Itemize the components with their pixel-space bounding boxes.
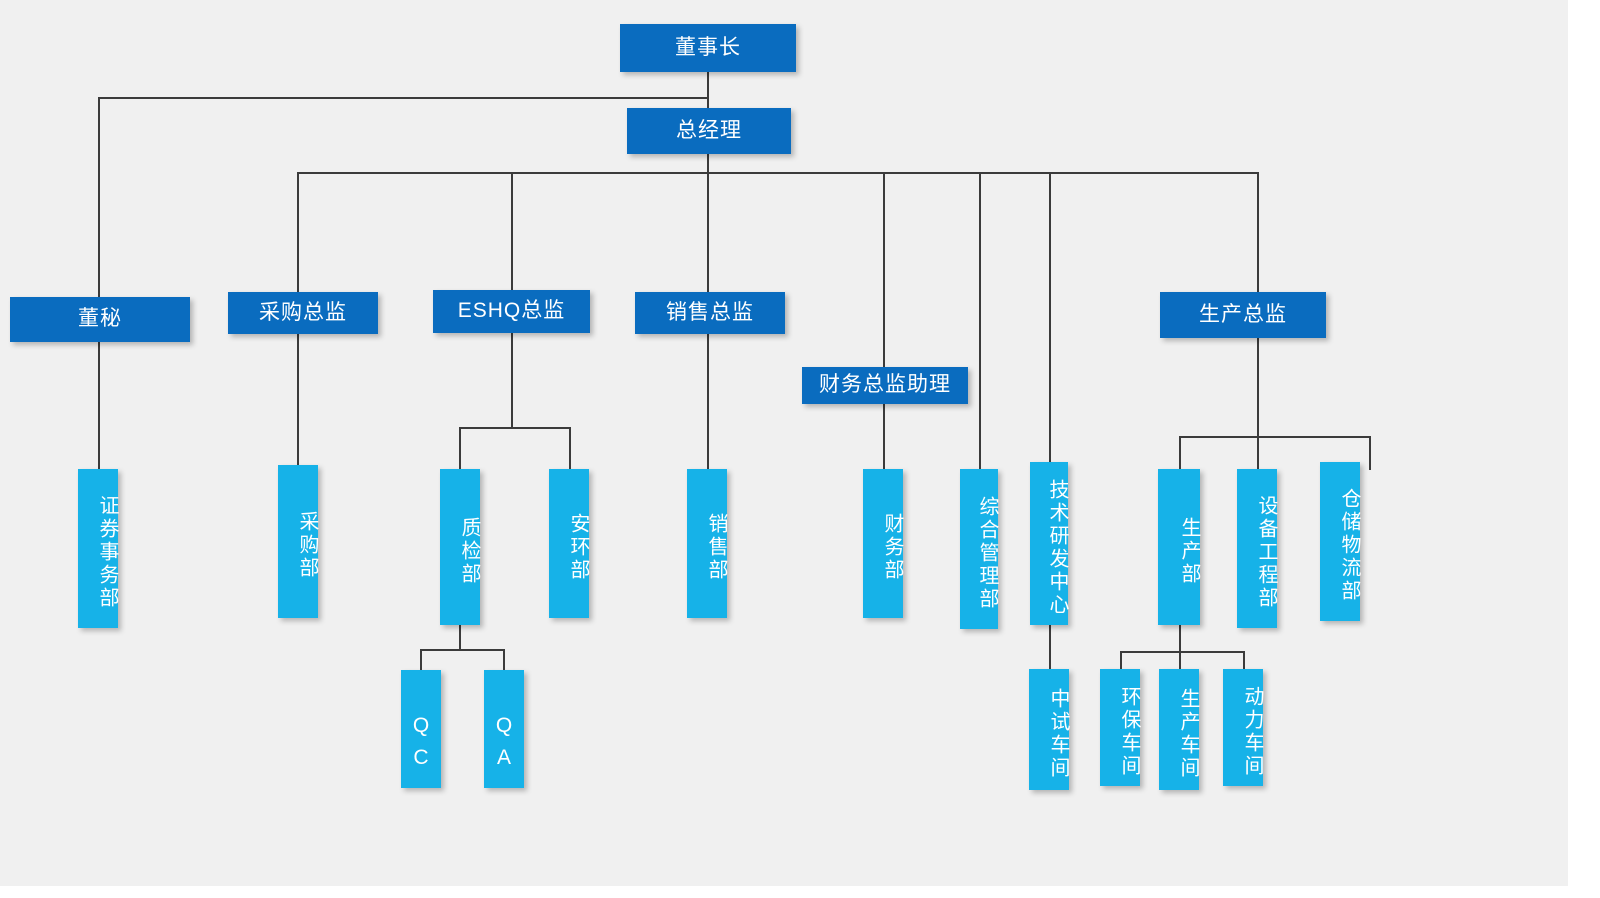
connector-production-to-equipment-dept: [1257, 436, 1259, 470]
connector-eshq-to-qc-dept: [459, 427, 461, 470]
node-equipment-engineering-dept[interactable]: 设备工程部: [1237, 469, 1277, 628]
node-sales-dept[interactable]: 销售部: [687, 469, 727, 618]
node-procurement-director[interactable]: 采购总监: [228, 292, 378, 334]
connector-to-production-workshop: [1179, 651, 1181, 670]
node-chairman[interactable]: 董事长: [620, 24, 796, 72]
node-procurement-dept[interactable]: 采购部: [278, 465, 318, 618]
connector-gm-bus: [297, 172, 1257, 174]
connector-quality-dept-bus: [420, 649, 504, 651]
node-warehouse-logistics-dept[interactable]: 仓储物流部: [1320, 462, 1360, 621]
node-power-workshop[interactable]: 动力车间: [1223, 669, 1263, 786]
node-qc[interactable]: Q C: [401, 670, 441, 788]
node-qa[interactable]: Q A: [484, 670, 524, 788]
node-finance-dept[interactable]: 财务部: [863, 469, 903, 618]
connector-gm-to-sales-director: [707, 172, 709, 292]
node-securities-affairs-dept[interactable]: 证券事务部: [78, 469, 118, 628]
connector-eshq-bus: [459, 427, 571, 429]
connector-production-to-production-dept: [1179, 436, 1181, 470]
connector-finance-assistant-to-dept: [883, 403, 885, 469]
node-environmental-workshop[interactable]: 环保车间: [1100, 669, 1140, 786]
node-general-manager[interactable]: 总经理: [627, 108, 791, 154]
node-rd-center[interactable]: 技术研发中心: [1030, 462, 1068, 625]
node-production-director[interactable]: 生产总监: [1160, 292, 1326, 338]
connector-quality-to-qa: [503, 649, 505, 671]
connector-procurement-director-to-dept: [297, 334, 299, 469]
connector-gm-to-general-management: [979, 172, 981, 469]
connector-production-dept-stem: [1179, 625, 1181, 653]
connector-gm-to-rd-center: [1049, 172, 1051, 469]
connector-secretary-drop: [98, 97, 100, 299]
connector-chairman-to-secretary-h: [98, 97, 708, 99]
connector-chairman-stem: [707, 72, 709, 108]
node-quality-inspection-dept[interactable]: 质检部: [440, 469, 480, 625]
node-safety-environment-dept[interactable]: 安环部: [549, 469, 589, 618]
connector-gm-to-eshq-director: [511, 172, 513, 291]
connector-gm-to-production-director: [1257, 172, 1259, 293]
connector-to-environmental-workshop: [1120, 651, 1122, 670]
node-finance-director-assistant[interactable]: 财务总监助理: [802, 367, 968, 404]
connector-secretary-to-securities-dept: [98, 342, 100, 469]
connector-workshops-bus: [1120, 651, 1244, 653]
connector-sales-director-to-dept: [707, 334, 709, 469]
node-board-secretary[interactable]: 董秘: [10, 297, 190, 342]
connector-quality-to-qc: [420, 649, 422, 671]
connector-production-director-bus: [1179, 436, 1370, 438]
connector-gm-to-procurement-director: [297, 172, 299, 292]
node-production-dept[interactable]: 生产部: [1158, 469, 1200, 625]
node-sales-director[interactable]: 销售总监: [635, 292, 785, 334]
connector-eshq-to-safety-dept: [569, 427, 571, 470]
connector-eshq-stem: [511, 333, 513, 428]
connector-production-to-warehouse-dept: [1369, 436, 1371, 470]
node-production-workshop[interactable]: 生产车间: [1159, 669, 1199, 790]
connector-rd-to-pilot-workshop: [1049, 625, 1051, 670]
node-pilot-workshop[interactable]: 中试车间: [1029, 669, 1069, 790]
connector-gm-stem: [707, 154, 709, 174]
right-margin: [1568, 0, 1600, 898]
node-general-management-dept[interactable]: 综合管理部: [960, 469, 998, 629]
connector-production-director-stem: [1257, 338, 1259, 438]
connector-to-power-workshop: [1243, 651, 1245, 670]
connector-quality-dept-stem: [459, 625, 461, 650]
node-eshq-director[interactable]: ESHQ总监: [433, 290, 590, 333]
bottom-margin: [0, 886, 1600, 898]
connector-gm-to-finance-assistant: [883, 172, 885, 369]
